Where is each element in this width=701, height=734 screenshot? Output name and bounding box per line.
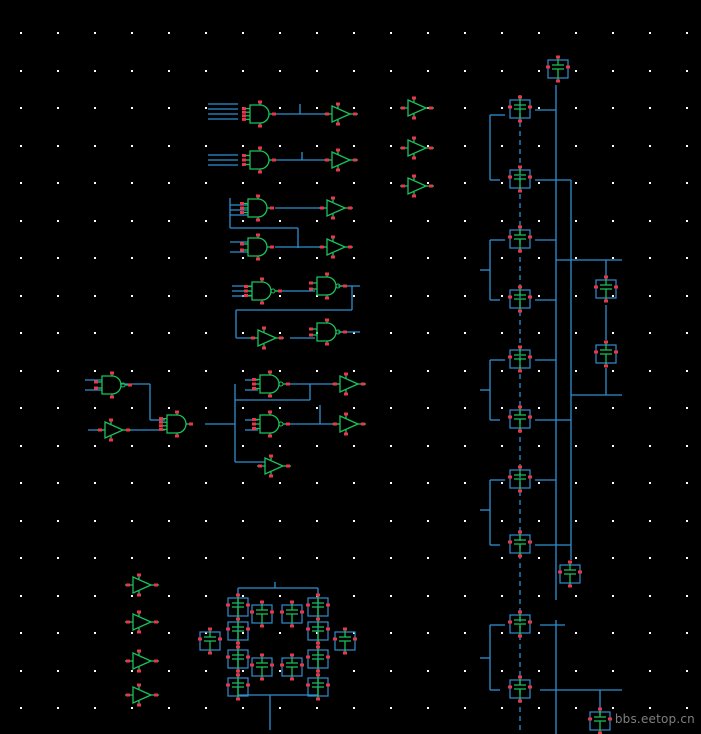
transistor-27 <box>280 653 304 681</box>
transistor-4 <box>508 285 532 313</box>
and-gate-10 <box>252 370 290 398</box>
transistor-25 <box>280 600 304 628</box>
transistor-24 <box>250 600 274 628</box>
watermark: bbs.eetop.cn <box>614 712 695 726</box>
nand-gate-6 <box>309 272 347 300</box>
transistor-14 <box>594 340 618 368</box>
and-gate-2 <box>242 146 276 174</box>
transistor-12 <box>558 560 582 588</box>
buffer-7 <box>332 372 366 396</box>
transistor-2 <box>508 165 532 193</box>
transistor-9 <box>508 610 532 638</box>
buffer-10 <box>400 96 434 120</box>
and-gate-3 <box>240 194 274 222</box>
buffer-1 <box>324 102 358 126</box>
transistor-11 <box>546 55 570 83</box>
transistor-18 <box>226 645 250 673</box>
transistor-3 <box>508 225 532 253</box>
transistor-17 <box>226 617 250 645</box>
transistor-29 <box>333 627 357 655</box>
transistor-6 <box>508 405 532 433</box>
transistor-28 <box>198 627 222 655</box>
and-gate-1 <box>242 100 276 128</box>
buffer-3 <box>319 196 353 220</box>
nand-gate-8 <box>94 371 132 399</box>
and-gate-11 <box>252 410 290 438</box>
transistor-16 <box>226 593 250 621</box>
grid-dots <box>20 32 688 709</box>
transistor-23 <box>306 673 330 701</box>
transistor-10 <box>508 675 532 703</box>
buffer-8 <box>332 412 366 436</box>
transistor-8 <box>508 530 532 558</box>
nand-gate-7 <box>309 318 347 346</box>
buffer-9 <box>257 454 291 478</box>
transistor-19 <box>226 673 250 701</box>
and-gate-5 <box>244 277 282 305</box>
buffer-12 <box>400 174 434 198</box>
buffer-15 <box>125 649 159 673</box>
transistor-5 <box>508 345 532 373</box>
buffer-13 <box>125 573 159 597</box>
transistor-7 <box>508 465 532 493</box>
transistor-15 <box>588 707 612 734</box>
buffer-4 <box>319 235 353 259</box>
transistor-20 <box>306 593 330 621</box>
and-gate-9 <box>159 410 193 438</box>
buffer-11 <box>400 136 434 160</box>
buffer-6 <box>97 418 131 442</box>
transistor-1 <box>508 95 532 123</box>
buffer-16 <box>125 683 159 707</box>
transistor-26 <box>250 653 274 681</box>
transistor-22 <box>306 645 330 673</box>
and-gate-4 <box>240 233 274 261</box>
buffer-5 <box>250 326 284 350</box>
transistor-13 <box>594 275 618 303</box>
buffer-14 <box>125 610 159 634</box>
transistor-21 <box>306 617 330 645</box>
buffer-2 <box>324 148 358 172</box>
